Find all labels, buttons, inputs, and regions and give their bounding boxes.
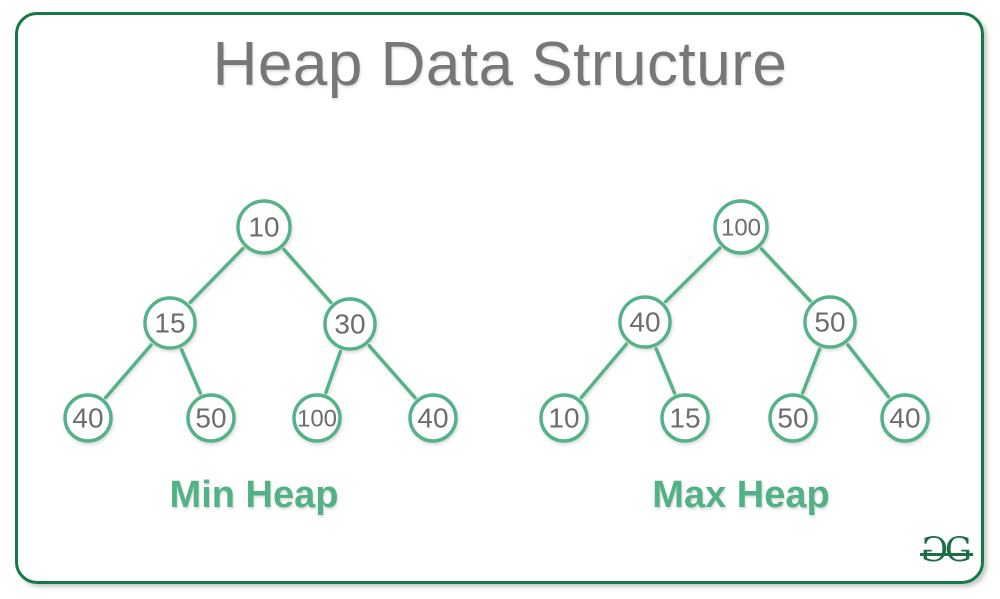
tree-node-circle [292,393,342,443]
logo-crossbar [919,553,973,556]
geeksforgeeks-logo: GG [919,530,973,570]
tree-node-circle [408,393,458,443]
tree-node-value: 30 [334,309,365,340]
tree-node-circle [803,295,857,349]
tree-node-circle [880,393,930,443]
tree-edge [179,347,203,395]
tree-node-value: 10 [248,212,279,243]
page-title: Heap Data Structure [212,30,788,99]
tree-node-value: 40 [629,307,660,338]
tree-edge [103,343,153,400]
tree-edge [367,344,417,400]
tree-node-circle [713,199,769,255]
max-heap-label: Max Heap [652,474,830,516]
tree-node-value: 40 [889,403,920,434]
tree-edge [654,347,677,395]
tree-node-value: 15 [154,308,185,339]
tree-edge [282,247,333,304]
max-heap-tree: 100 40 50 10 15 50 40 [539,199,930,443]
tree-edge [846,343,891,399]
tree-node-value: 50 [777,403,808,434]
tree-node-value: 40 [72,403,103,434]
tree-edge [188,246,245,304]
tree-node-circle [539,393,589,443]
tree-edge [759,247,812,303]
outer-border-frame [15,12,984,584]
min-heap-label: Min Heap [169,474,339,516]
tree-node-circle [63,393,113,443]
tree-node-circle [618,295,672,349]
tree-edge [801,347,822,395]
min-heap-tree: 10 15 30 40 50 100 40 [63,199,458,443]
tree-node-circle [236,199,292,255]
tree-node-circle [768,393,818,443]
tree-node-value: 100 [721,214,761,241]
tree-edge [324,349,343,395]
logo-letter-g: G [944,530,972,570]
logo-letter-mirrored-g: G [920,530,948,570]
tree-edge [663,246,722,304]
tree-edge [579,342,628,400]
tree-node-value: 40 [417,403,448,434]
tree-node-value: 15 [669,403,700,434]
tree-node-value: 10 [548,403,579,434]
tree-node-circle [186,393,236,443]
tree-node-value: 100 [297,405,337,432]
tree-node-value: 50 [195,403,226,434]
tree-node-circle [143,296,197,350]
tree-node-value: 50 [814,307,845,338]
tree-node-circle [660,393,710,443]
tree-node-circle [323,297,377,351]
